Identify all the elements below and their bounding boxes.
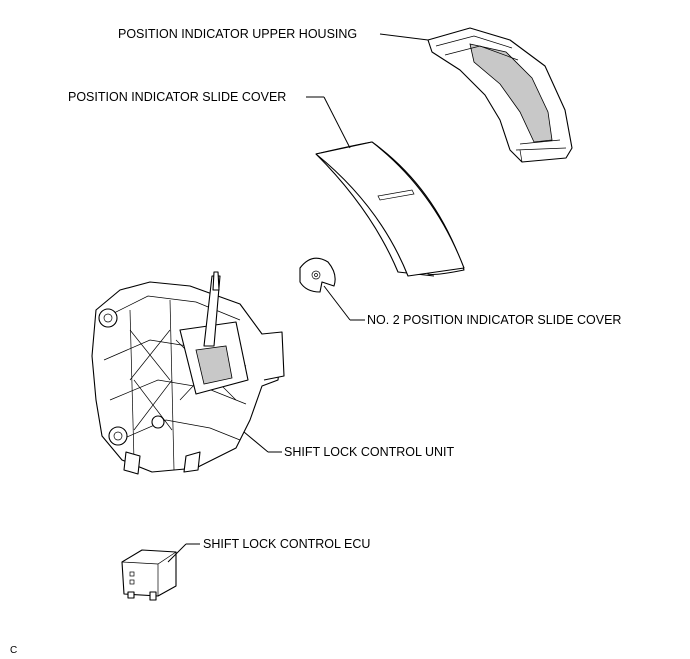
control-unit-leader bbox=[243, 431, 269, 453]
no2-slide-cover-label: NO. 2 POSITION INDICATOR SLIDE COVER bbox=[367, 313, 621, 327]
no2-slide-cover-part bbox=[299, 257, 336, 293]
control-ecu-part bbox=[121, 549, 177, 601]
control-ecu-label: SHIFT LOCK CONTROL ECU bbox=[203, 537, 370, 551]
slide-cover-leader-diag bbox=[323, 96, 351, 149]
slide-cover-label: POSITION INDICATOR SLIDE COVER bbox=[68, 90, 286, 104]
control-unit-label: SHIFT LOCK CONTROL UNIT bbox=[284, 445, 455, 459]
no2-slide-cover-leader bbox=[323, 285, 351, 321]
upper-housing-leader bbox=[379, 33, 429, 41]
slide-cover-part bbox=[315, 141, 465, 277]
upper-housing-part bbox=[427, 27, 573, 163]
upper-housing-label: POSITION INDICATOR UPPER HOUSING bbox=[118, 27, 357, 41]
figure-code: C bbox=[10, 645, 17, 656]
control-ecu-leader bbox=[167, 543, 187, 563]
control-unit-part bbox=[91, 271, 285, 475]
